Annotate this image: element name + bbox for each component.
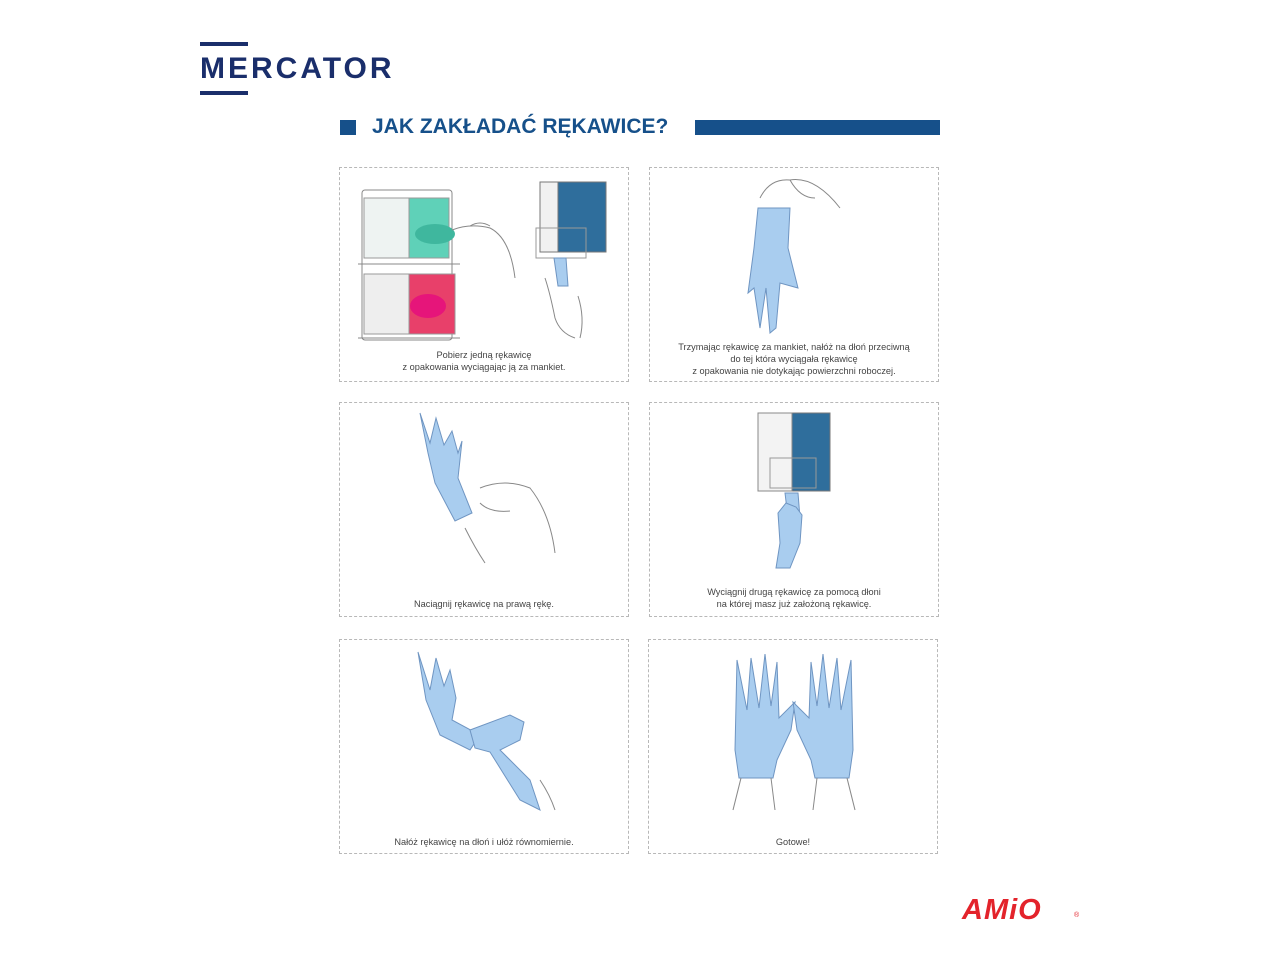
step-panel-3: Naciągnij rękawicę na prawą rękę.	[339, 402, 629, 617]
heading-square-marker	[340, 120, 356, 135]
registered-mark: ®	[1074, 912, 1080, 919]
step-caption-3: Naciągnij rękawicę na prawą rękę.	[414, 599, 554, 609]
step-caption-1: Pobierz jedną rękawicę z opakowania wyci…	[402, 350, 566, 372]
step-panel-6: Gotowe!	[648, 639, 938, 854]
pulling-glove-right-hand-illustration	[419, 412, 556, 564]
step-panel-1: Pobierz jedną rękawicę z opakowania wyci…	[339, 167, 629, 382]
step-panel-2: Trzymając rękawicę za mankiet, nałóż na …	[649, 167, 939, 382]
section-heading: JAK ZAKŁADAĆ RĘKAWICE?	[340, 114, 940, 140]
step-caption-6: Gotowe!	[775, 837, 811, 847]
logo-wordmark: MERCATOR	[200, 52, 395, 85]
heading-rule	[695, 120, 940, 135]
step-caption-4: Wyciągnij drugą rękawicę za pomocą dłoni…	[707, 587, 881, 609]
dispenser-illustration	[358, 181, 607, 341]
amio-logo: AMiO	[962, 894, 1042, 926]
logo-bar-top	[200, 42, 248, 46]
logo-bar-bottom	[200, 91, 248, 95]
second-glove-dispenser-illustration	[757, 412, 831, 569]
step-caption-5: Nałóż rękawicę na dłoń i ułóż równomiern…	[394, 837, 574, 847]
step-panel-5: Nałóż rękawicę na dłoń i ułóż równomiern…	[339, 639, 629, 854]
adjusting-glove-illustration	[417, 651, 556, 811]
step-panel-4: Wyciągnij drugą rękawicę za pomocą dłoni…	[649, 402, 939, 617]
both-hands-gloved-illustration	[732, 653, 856, 811]
mercator-logo: MERCATOR	[200, 42, 410, 98]
step-caption-2: Trzymając rękawicę za mankiet, nałóż na …	[678, 342, 910, 376]
page-title: JAK ZAKŁADAĆ RĘKAWICE?	[372, 115, 669, 138]
glove-held-by-cuff-illustration	[747, 179, 841, 334]
